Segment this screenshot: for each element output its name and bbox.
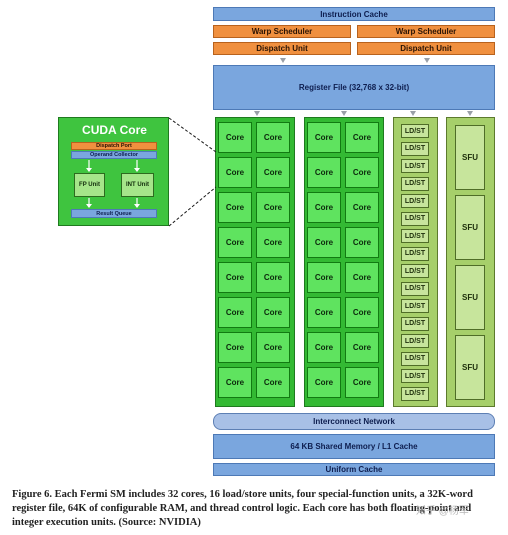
core-unit: Core [307, 297, 341, 328]
ldst-unit: LD/ST [401, 299, 429, 313]
core-unit: Core [218, 367, 252, 398]
dispatch-unit-1: Dispatch Unit [213, 42, 351, 55]
core-unit: Core [218, 297, 252, 328]
core-unit: Core [345, 122, 379, 153]
interconnect-network: Interconnect Network [213, 413, 495, 430]
ldst-unit: LD/ST [401, 124, 429, 138]
ldst-unit: LD/ST [401, 281, 429, 296]
sfu-unit: SFU [455, 125, 485, 190]
core-unit: Core [345, 367, 379, 398]
int-unit: INT Unit [121, 173, 154, 197]
core-unit: Core [345, 227, 379, 258]
core-unit: Core [345, 192, 379, 223]
down-arrow-icon [280, 58, 286, 63]
ldst-unit: LD/ST [401, 246, 429, 261]
arrow-icon [86, 204, 92, 208]
arrow-icon [86, 168, 92, 172]
core-unit: Core [256, 367, 290, 398]
sfu-unit: SFU [455, 195, 485, 260]
core-unit: Core [307, 332, 341, 363]
down-arrow-icon [424, 58, 430, 63]
core-unit: Core [256, 227, 290, 258]
core-unit: Core [256, 192, 290, 223]
zoom-line-bottom [168, 186, 217, 227]
ldst-unit: LD/ST [401, 176, 429, 191]
core-unit: Core [307, 157, 341, 188]
core-unit: Core [256, 157, 290, 188]
core-unit: Core [345, 262, 379, 293]
core-unit: Core [218, 157, 252, 188]
core-unit: Core [345, 297, 379, 328]
shared-memory-l1-cache: 64 KB Shared Memory / L1 Cache [213, 434, 495, 459]
ldst-unit: LD/ST [401, 211, 429, 226]
sfu-unit: SFU [455, 335, 485, 400]
ldst-unit: LD/ST [401, 229, 429, 243]
ldst-unit: LD/ST [401, 334, 429, 348]
core-unit: Core [218, 332, 252, 363]
register-file: Register File (32,768 x 32-bit) [213, 65, 495, 110]
core-unit: Core [218, 262, 252, 293]
core-unit: Core [307, 192, 341, 223]
down-arrow-icon [410, 111, 416, 116]
dispatch-unit-2: Dispatch Unit [357, 42, 495, 55]
sfu-unit: SFU [455, 265, 485, 330]
ldst-unit: LD/ST [401, 264, 429, 278]
ldst-unit: LD/ST [401, 386, 429, 401]
watermark: 知乎 @杨军 [416, 506, 469, 517]
instruction-cache: Instruction Cache [213, 7, 495, 21]
core-unit: Core [256, 297, 290, 328]
core-unit: Core [218, 192, 252, 223]
ldst-unit: LD/ST [401, 369, 429, 383]
ldst-unit: LD/ST [401, 141, 429, 156]
core-unit: Core [218, 227, 252, 258]
arrow-icon [134, 168, 140, 172]
core-unit: Core [256, 122, 290, 153]
core-unit: Core [256, 262, 290, 293]
ldst-unit: LD/ST [401, 194, 429, 208]
down-arrow-icon [254, 111, 260, 116]
core-unit: Core [307, 262, 341, 293]
operand-collector: Operand Collector [71, 151, 157, 159]
core-unit: Core [345, 332, 379, 363]
warp-scheduler-1: Warp Scheduler [213, 25, 351, 38]
cuda-core-title: CUDA Core [82, 123, 147, 137]
down-arrow-icon [467, 111, 473, 116]
ldst-unit: LD/ST [401, 316, 429, 331]
fp-unit: FP Unit [74, 173, 105, 197]
figure-caption: Figure 6. Each Fermi SM includes 32 core… [12, 489, 473, 528]
ldst-unit: LD/ST [401, 351, 429, 366]
dispatch-port: Dispatch Port [71, 142, 157, 150]
core-unit: Core [307, 367, 341, 398]
arrow-icon [134, 204, 140, 208]
warp-scheduler-2: Warp Scheduler [357, 25, 495, 38]
uniform-cache: Uniform Cache [213, 463, 495, 476]
core-unit: Core [307, 122, 341, 153]
core-unit: Core [307, 227, 341, 258]
core-unit: Core [256, 332, 290, 363]
core-unit: Core [218, 122, 252, 153]
zoom-line-top [168, 117, 217, 153]
ldst-unit: LD/ST [401, 159, 429, 173]
cuda-core-inset: CUDA Core Dispatch Port Operand Collecto… [58, 117, 169, 226]
down-arrow-icon [341, 111, 347, 116]
core-unit: Core [345, 157, 379, 188]
result-queue: Result Queue [71, 209, 157, 218]
cuda-core-arrows [86, 160, 140, 208]
